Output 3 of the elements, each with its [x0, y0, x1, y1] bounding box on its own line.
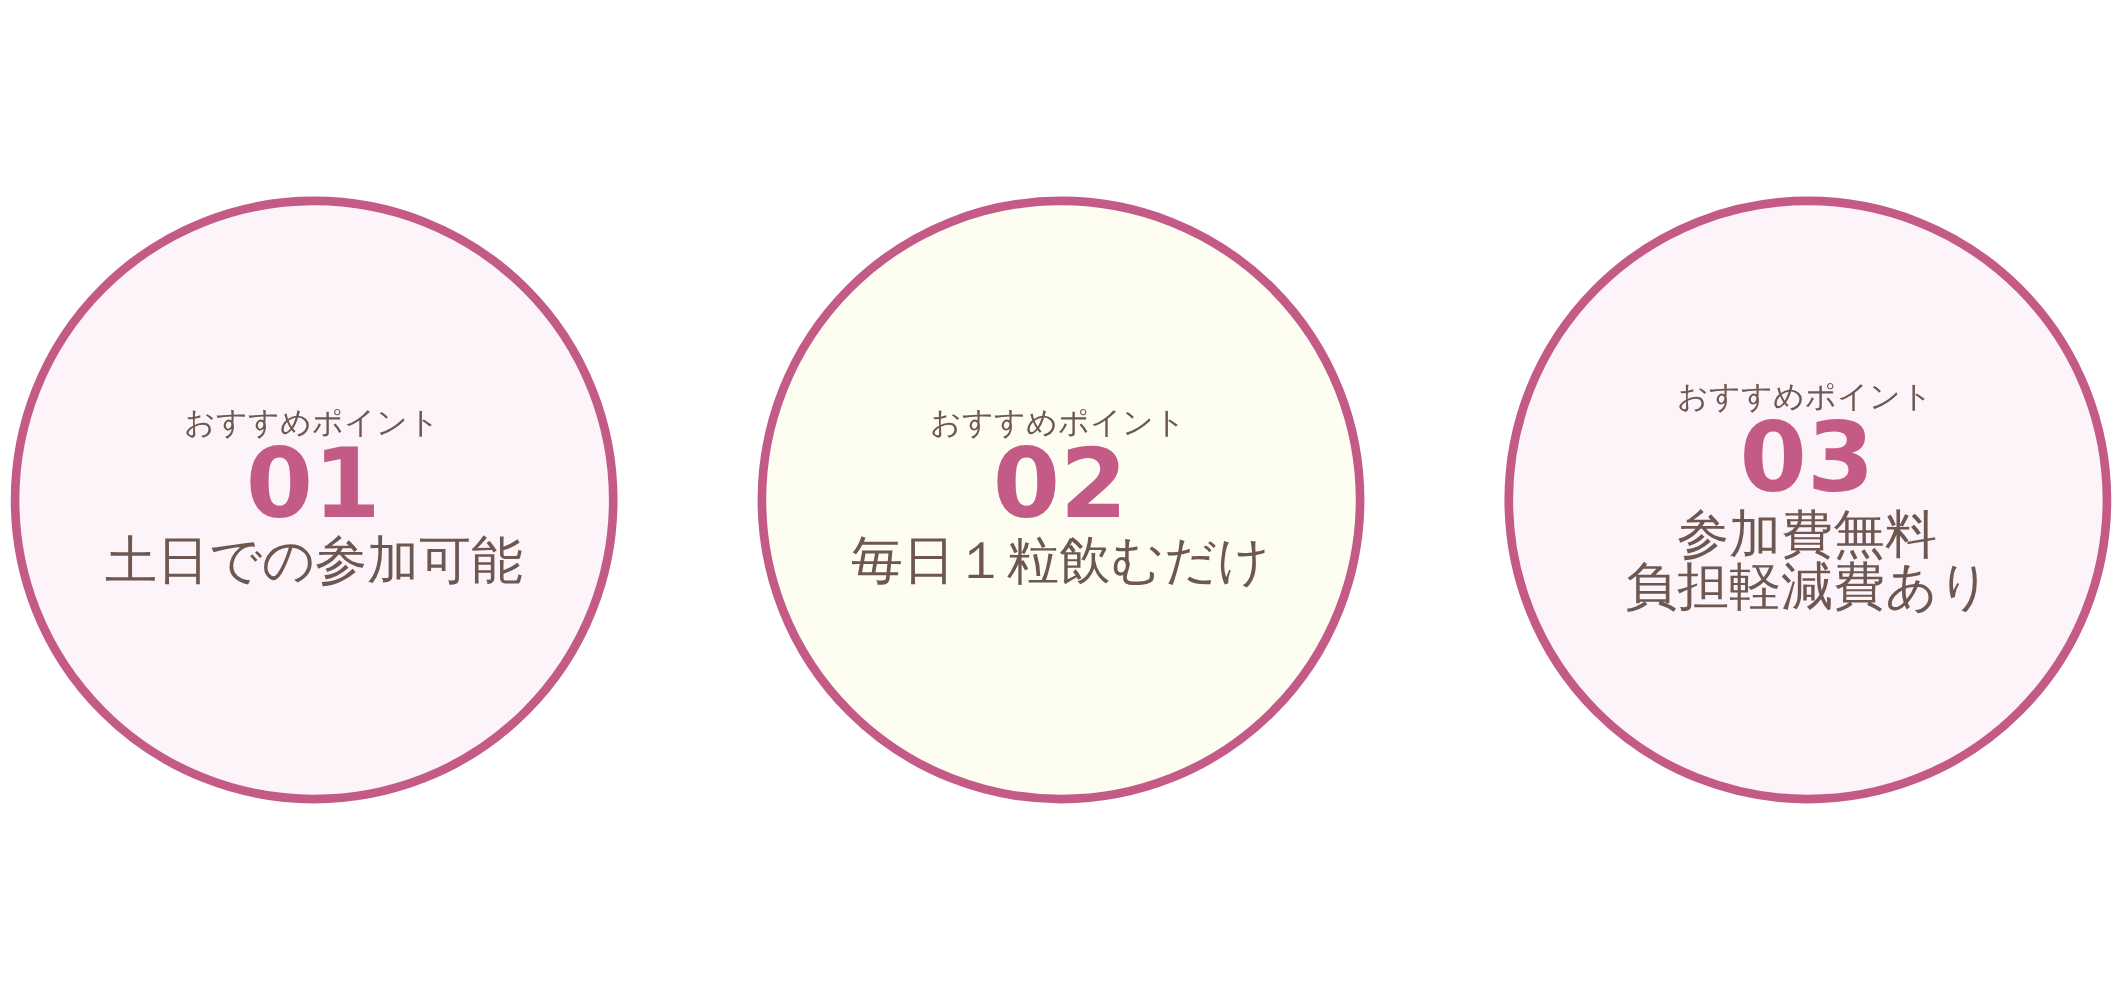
node-circle: おすすめポイント 02 毎日１粒飲むだけ [757, 196, 1365, 804]
node-circle: おすすめポイント 01 土日での参加可能 [10, 196, 618, 804]
node-circle: おすすめポイント 03 参加費無料 負担軽減費あり [1504, 196, 2112, 804]
